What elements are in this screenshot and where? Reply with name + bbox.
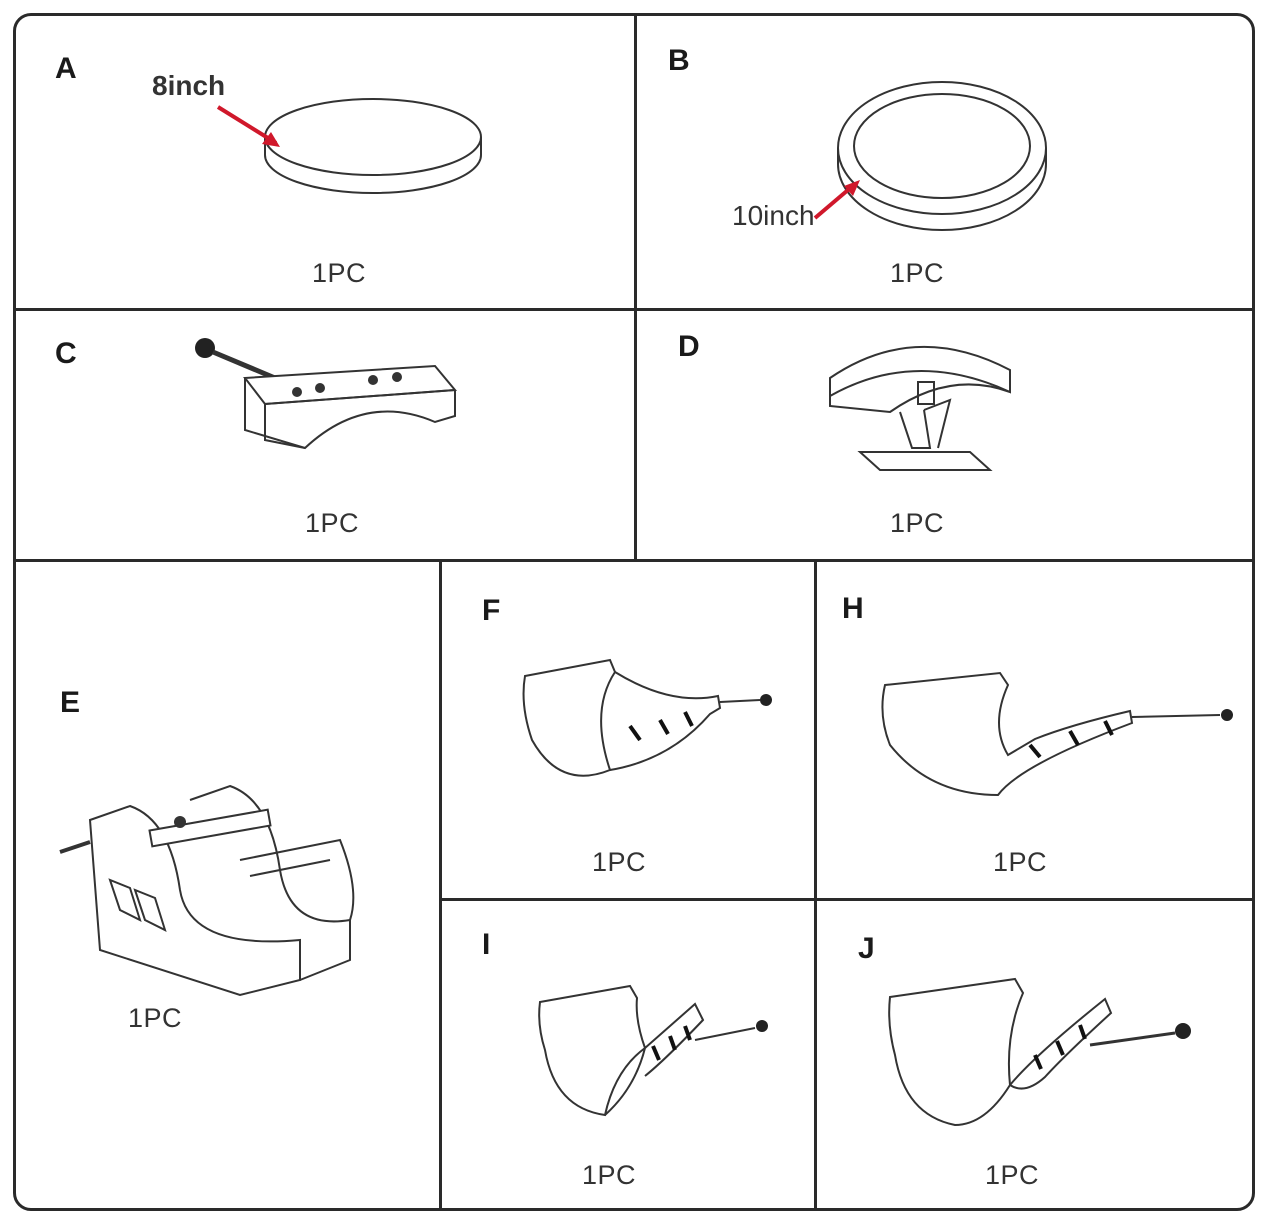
divider-col-top [634, 16, 637, 559]
quantity-label: 1PC [592, 847, 647, 877]
large-heating-wrap-icon [885, 975, 1191, 1135]
panel-letter: E [60, 686, 81, 719]
quantity-label: 1PC [305, 508, 360, 538]
quantity-label: 1PC [985, 1160, 1040, 1190]
quantity-label: 1PC [890, 258, 945, 288]
mug-press-frame-icon [60, 780, 370, 1000]
panel-letter: C [55, 337, 77, 370]
quantity-label: 1PC [312, 258, 367, 288]
panel-letter: H [842, 592, 864, 625]
panel-letter: J [858, 932, 875, 965]
small-heating-wrap-icon [535, 980, 768, 1125]
panel-letter: D [678, 330, 700, 363]
quantity-label: 1PC [582, 1160, 637, 1190]
dimension-label: 10inch [732, 200, 815, 231]
curved-heating-block-icon [195, 338, 485, 470]
tapered-heating-wrap-icon [870, 665, 1233, 805]
quantity-label: 1PC [993, 847, 1048, 877]
divider-row-3 [441, 898, 1252, 901]
panel-letter: B [668, 44, 690, 77]
quantity-label: 1PC [890, 508, 945, 538]
quantity-label: 1PC [128, 1003, 183, 1033]
round-heat-plate-icon [150, 95, 490, 215]
parts-diagram [13, 13, 1255, 1211]
panel-letter: A [55, 52, 77, 85]
ring-heat-plate-icon [720, 70, 1060, 240]
divider-row-2 [16, 559, 1252, 562]
dimension-label: 8inch [152, 70, 226, 101]
mug-heating-wrap-icon [520, 650, 772, 800]
panel-letter: I [482, 928, 491, 961]
arched-press-head-icon [820, 330, 1030, 510]
panel-letter: F [482, 594, 501, 627]
divider-col-left [439, 559, 442, 1211]
divider-col-right [814, 559, 817, 1211]
